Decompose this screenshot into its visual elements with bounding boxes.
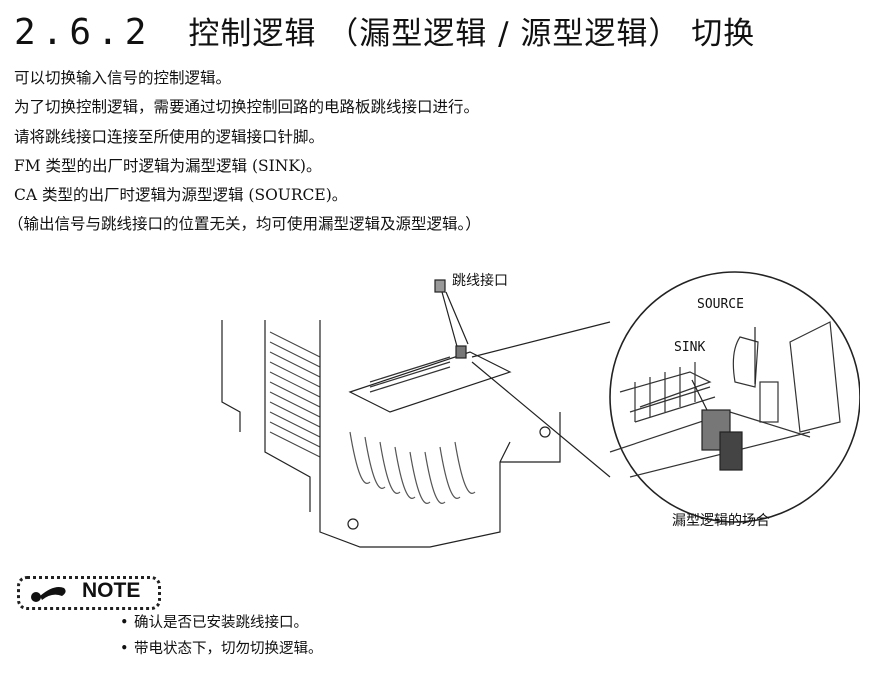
paragraph: 为了切换控制逻辑，需要通过切换控制回路的电路板跳线接口进行。 bbox=[14, 98, 480, 117]
sink-label: SINK bbox=[674, 340, 706, 355]
body-text: 可以切换输入信号的控制逻辑。 为了切换控制逻辑，需要通过切换控制回路的电路板跳线… bbox=[8, 64, 481, 240]
paragraph: CA 类型的出厂时逻辑为源型逻辑 (SOURCE)。 bbox=[14, 186, 348, 205]
paragraph: 请将跳线接口连接至所使用的逻辑接口针脚。 bbox=[14, 127, 325, 146]
section-title: 控制逻辑 （漏型逻辑 / 源型逻辑） 切换 bbox=[188, 16, 756, 52]
note-title: NOTE bbox=[82, 579, 141, 602]
paragraph: FM 类型的出厂时逻辑为漏型逻辑 (SINK)。 bbox=[14, 156, 322, 175]
note-item-text: 带电状态下，切勿切换逻辑。 bbox=[134, 641, 323, 657]
paragraph: 可以切换输入信号的控制逻辑。 bbox=[14, 69, 232, 87]
note-pen-icon bbox=[31, 587, 66, 602]
section-heading: 2.6.2 控制逻辑 （漏型逻辑 / 源型逻辑） 切换 bbox=[14, 8, 755, 53]
note-badge: NOTE bbox=[17, 576, 161, 610]
note-item: •带电状态下，切勿切换逻辑。 bbox=[120, 641, 323, 657]
jumper-label: 跳线接口 bbox=[452, 273, 508, 289]
section-number: 2.6.2 bbox=[14, 12, 153, 53]
note-item: •确认是否已安装跳线接口。 bbox=[120, 615, 308, 631]
inverter-diagram bbox=[221, 271, 860, 548]
paragraph: （输出信号与跳线接口的位置无关，均可使用漏型逻辑及源型逻辑。） bbox=[8, 215, 481, 234]
note-item-text: 确认是否已安装跳线接口。 bbox=[134, 615, 308, 631]
source-label: SOURCE bbox=[697, 297, 744, 312]
figure-caption: 漏型逻辑的场合 bbox=[672, 513, 770, 529]
